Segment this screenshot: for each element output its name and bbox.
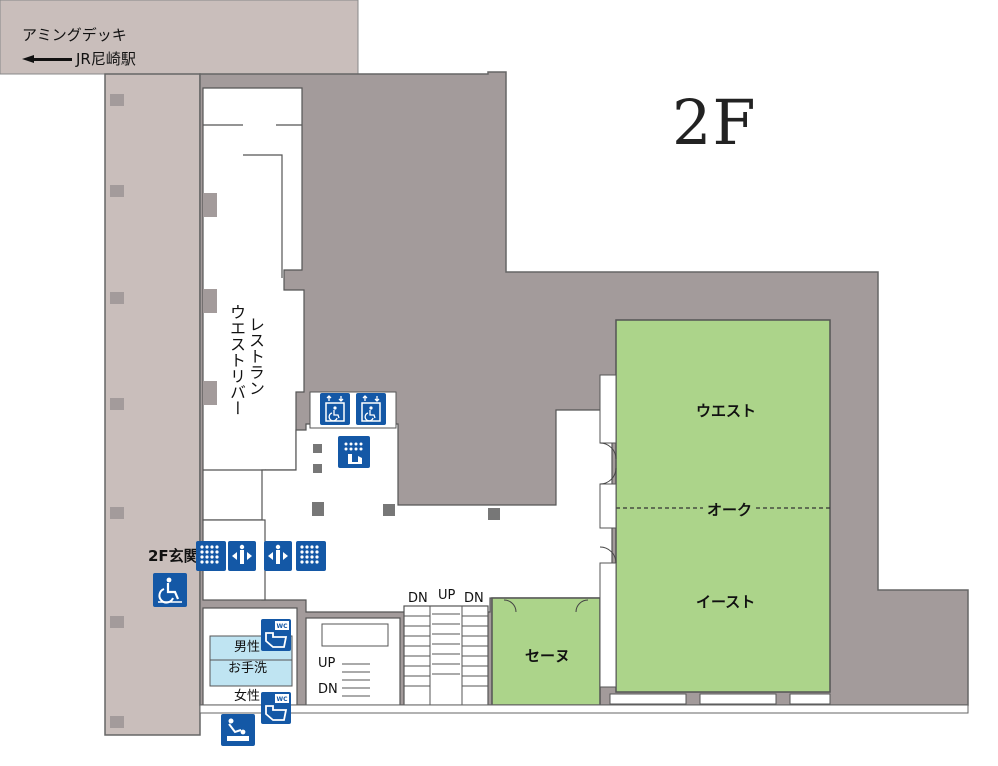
tactile-board-icon [338,436,370,468]
room-east-label: イースト [696,593,756,611]
entrance-label: 2F玄関 [148,547,199,565]
arrow-left-icon [22,55,72,63]
deck-banner [0,0,359,75]
restroom-icon [264,541,292,571]
restaurant-area [202,87,305,521]
restaurant-name-line1: レストラン [246,316,265,396]
wc-badge-text: WC [276,623,288,630]
room-oak-label: オーク [703,499,757,520]
stairs-dn-label-2: DN [464,591,484,606]
station-name: JR尼崎駅 [76,50,136,68]
restaurant-name-line2: ウエストリバー [227,304,246,416]
restroom-male-label: 男性 [234,640,261,655]
braille-map-icon [296,541,326,571]
stairs-dn-label-3: DN [318,682,338,697]
stairs-up-label: UP [438,588,456,603]
wheelchair-icon [153,573,187,607]
room-west-label: ウエスト [696,402,757,420]
west-corridor [104,73,201,736]
wc-badge-text: WC [276,696,288,703]
room-seine-label: セーヌ [525,647,571,665]
braille-map-icon [196,541,226,571]
stairs-up-label-2: UP [318,656,336,671]
floor-label: 2F [672,86,757,159]
baby-care-icon [221,714,255,746]
restroom-icon [228,541,256,571]
restroom-female-label: 女性 [234,689,261,704]
stairs-dn-label: DN [408,591,428,606]
accessible-toilet-icon: WC [261,692,291,724]
accessible-toilet-icon: WC [261,619,291,651]
deck-name: アミングデッキ [22,26,127,44]
elevator-icon [356,393,386,425]
elevator-icon [320,393,350,425]
restroom-washroom-label: お手洗 [228,661,268,676]
